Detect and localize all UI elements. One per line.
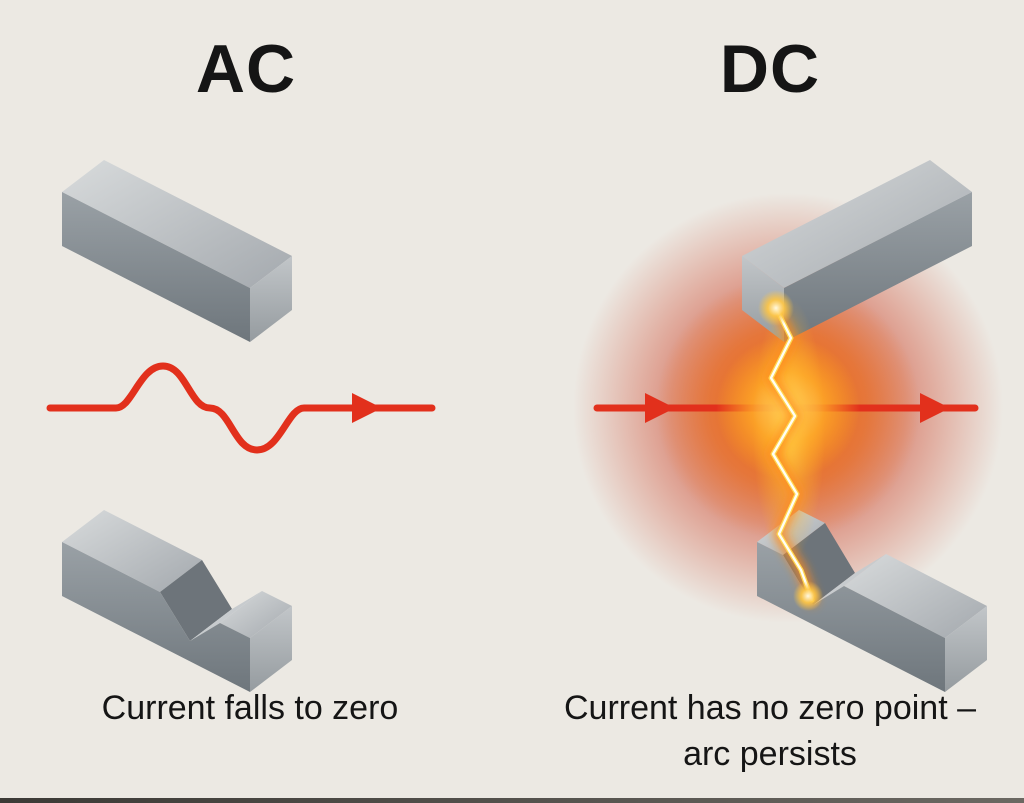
dc-arrowhead-right (920, 393, 950, 423)
dc-arc (753, 290, 825, 611)
arc-contact-bottom (793, 581, 823, 611)
ac-bottom-electrode (62, 510, 292, 692)
ac-top-electrode (62, 160, 292, 342)
bottom-edge-shadow (0, 798, 1024, 803)
arc-contact-top (758, 290, 794, 326)
ac-current-wave (46, 362, 436, 454)
dc-caption: Current has no zero point – arc persists (563, 689, 977, 773)
ac-title: AC (195, 31, 297, 107)
ac-caption: Current falls to zero (101, 689, 399, 727)
ac-arrowhead (352, 393, 382, 423)
dc-title: DC (719, 31, 821, 107)
dc-arrowhead-left (645, 393, 675, 423)
